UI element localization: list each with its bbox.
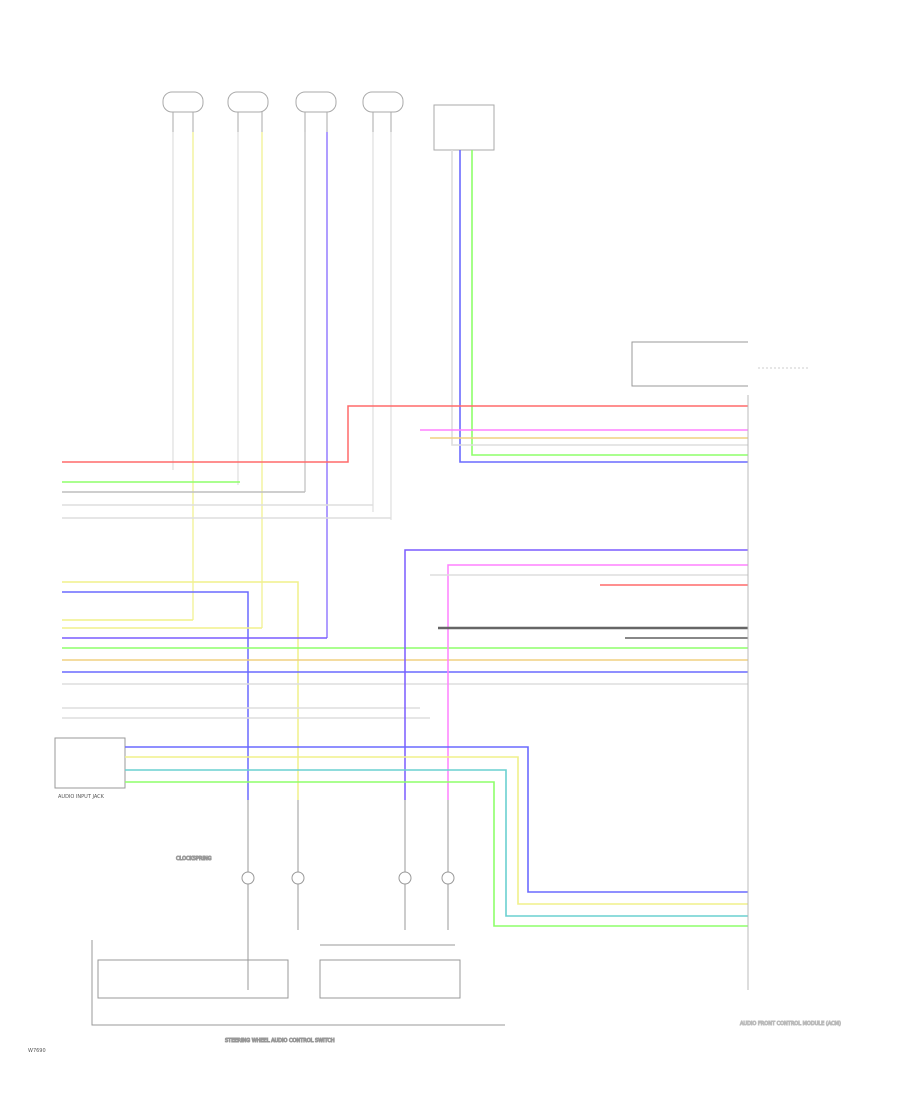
radio-module-caption: AUDIO FRONT CONTROL MODULE (ACM) bbox=[740, 1021, 841, 1027]
speaker-left-front-tweeter bbox=[162, 91, 204, 132]
speaker-left-front-door bbox=[227, 91, 269, 132]
power-feed bbox=[631, 341, 810, 387]
steering-wires bbox=[404, 549, 748, 800]
steering-switch-caption: STEERING WHEEL AUDIO CONTROL SWITCH bbox=[225, 1038, 335, 1044]
audio-input-jack: AUDIO INPUT JACK bbox=[54, 737, 126, 800]
speaker-wires bbox=[172, 132, 392, 638]
steering-wheel-switch: STEERING WHEEL AUDIO CONTROL SWITCH bbox=[91, 940, 505, 1045]
subwoofer-wires bbox=[420, 150, 748, 463]
clockspring-caption: CLOCKSPRING bbox=[176, 856, 212, 862]
radio-module-connector: AUDIO FRONT CONTROL MODULE (ACM) bbox=[740, 395, 841, 1028]
speaker-connectors bbox=[162, 91, 495, 151]
audio-input-wires bbox=[125, 746, 748, 927]
audio-input-jack-caption: AUDIO INPUT JACK bbox=[58, 794, 105, 800]
clockspring-connectors: CLOCKSPRING bbox=[176, 800, 455, 990]
left-harness-1 bbox=[62, 405, 748, 519]
speaker-right-front-tweeter bbox=[295, 91, 337, 132]
footer-code: W7690 bbox=[28, 1048, 46, 1054]
speaker-right-front-door bbox=[362, 91, 404, 132]
subwoofer-amplifier bbox=[433, 104, 495, 151]
